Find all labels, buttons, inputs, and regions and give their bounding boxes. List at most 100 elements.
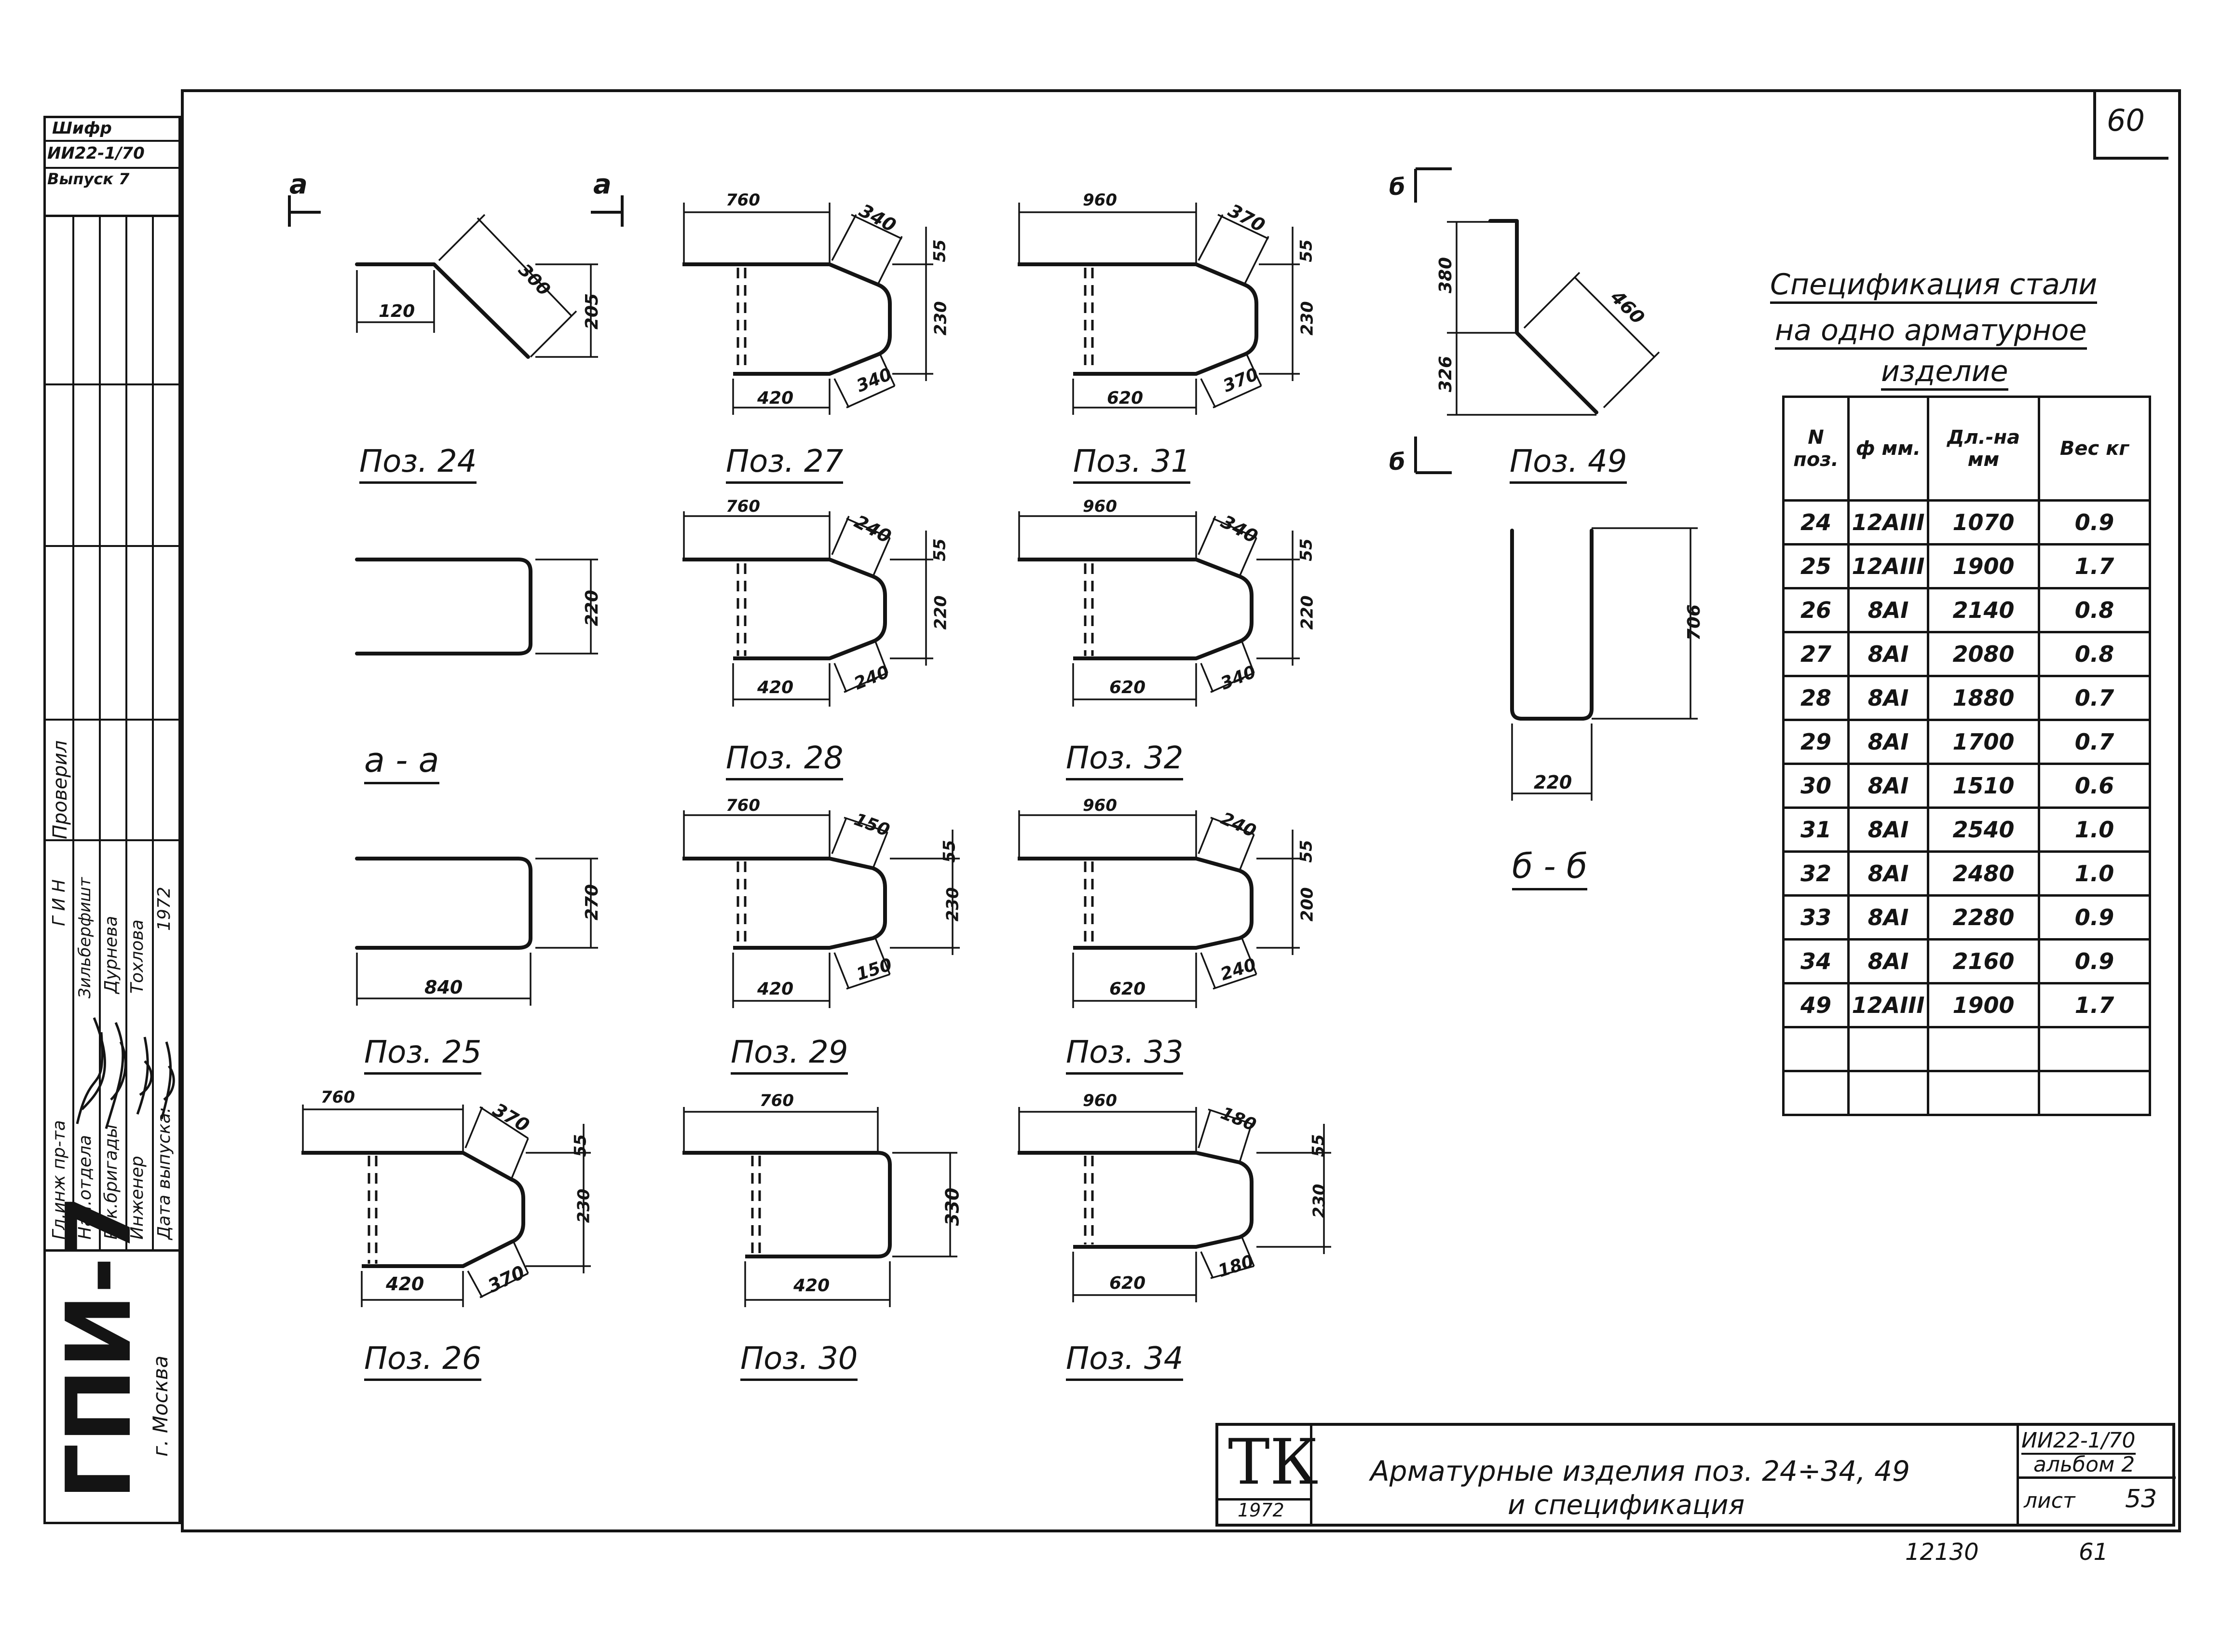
dim: 760 bbox=[760, 1091, 794, 1110]
dim: 330 bbox=[941, 1188, 963, 1226]
title-line-2: и спецификация bbox=[1508, 1489, 1745, 1521]
dim: 220 bbox=[1534, 772, 1572, 793]
header-diameter: ф мм. bbox=[1847, 396, 1929, 502]
spec-header-row: N поз. ф мм. Дл.-на мм Вес кг bbox=[1782, 396, 2151, 502]
position-label: Поз. 33 bbox=[1066, 1035, 1184, 1075]
dim: 230 bbox=[574, 1188, 594, 1223]
title-line-1: Арматурные изделия поз. 24÷34, 49 bbox=[1370, 1455, 1910, 1488]
page-number: 61 bbox=[2079, 1539, 2109, 1566]
dim: 420 bbox=[757, 979, 794, 999]
section-label: а - а bbox=[364, 740, 439, 784]
dim: 960 bbox=[1083, 796, 1117, 815]
spec-title-line-1: Спецификация стали bbox=[1770, 268, 2098, 304]
spec-title-line-3: изделие bbox=[1881, 355, 2008, 391]
dim: 326 bbox=[1436, 355, 1456, 393]
sheet-value: 53 bbox=[2125, 1485, 2157, 1514]
dim: 270 bbox=[582, 884, 602, 921]
section-mark-a-left: а bbox=[289, 169, 308, 200]
dim: 55 bbox=[1296, 840, 1316, 863]
series-code-stamp: ИИ22-1/70 bbox=[2021, 1428, 2136, 1455]
dim: 55 bbox=[930, 538, 950, 561]
dim: 230 bbox=[943, 887, 963, 922]
dim: 205 bbox=[582, 293, 602, 330]
position-label: Поз. 28 bbox=[726, 740, 844, 780]
dim: 380 bbox=[1436, 257, 1456, 294]
dim: 55 bbox=[930, 239, 950, 262]
title-block: ТК 1972 Арматурные изделия поз. 24÷34, 4… bbox=[1215, 1423, 2176, 1527]
bar-24 bbox=[355, 262, 530, 359]
bar-aa-real bbox=[355, 558, 532, 655]
section-mark-b-top: б bbox=[1389, 174, 1405, 201]
dim: 230 bbox=[1297, 301, 1317, 336]
table-row bbox=[1782, 1026, 2151, 1072]
dim: 960 bbox=[1083, 191, 1117, 210]
dim: 230 bbox=[1309, 1184, 1329, 1218]
issue-label: Выпуск 7 bbox=[47, 170, 130, 188]
table-row bbox=[1782, 1070, 2151, 1116]
header-length: Дл.-на мм bbox=[1927, 396, 2040, 502]
position-label: Поз. 32 bbox=[1066, 740, 1184, 780]
position-label: Поз. 30 bbox=[740, 1341, 858, 1381]
sheet-label: лист bbox=[2024, 1488, 2075, 1513]
sheet-number: 60 bbox=[2107, 103, 2145, 138]
dim: 760 bbox=[726, 796, 760, 815]
drawing-frame bbox=[181, 89, 2181, 1532]
dim: 760 bbox=[726, 191, 760, 210]
position-label: Поз. 29 bbox=[731, 1035, 848, 1075]
section-mark-a-right: а bbox=[593, 169, 612, 200]
dim: 55 bbox=[940, 840, 959, 863]
series-code: ИИ22-1/70 bbox=[47, 144, 145, 163]
dim: 120 bbox=[379, 301, 415, 321]
dim: 220 bbox=[1297, 595, 1317, 630]
cipher-label: Шифр bbox=[52, 119, 112, 138]
dim: 840 bbox=[424, 977, 463, 998]
position-label: Поз. 31 bbox=[1073, 444, 1191, 484]
section-label: б - б bbox=[1512, 846, 1588, 890]
section-mark-b-bottom: б bbox=[1389, 449, 1405, 476]
dim: 420 bbox=[793, 1276, 830, 1296]
position-label: Поз. 24 bbox=[359, 444, 477, 484]
bar-bb bbox=[1510, 529, 1594, 721]
dim: 620 bbox=[1109, 678, 1146, 697]
dim: 960 bbox=[1083, 497, 1117, 516]
left-stamp-strip: Шифр ИИ22-1/70 Выпуск 7 Проверил Гл.инж … bbox=[43, 116, 181, 1524]
bar-49 bbox=[1488, 219, 1598, 414]
dim: 620 bbox=[1109, 1273, 1146, 1293]
dim: 220 bbox=[582, 589, 602, 627]
dim: 200 bbox=[1297, 887, 1317, 922]
dim: 620 bbox=[1107, 388, 1144, 408]
dim: 420 bbox=[757, 678, 794, 697]
dim: 960 bbox=[1083, 1091, 1117, 1110]
sheet-number-box: 60 bbox=[2093, 89, 2168, 160]
spec-title-line-2: на одно арматурное bbox=[1775, 314, 2087, 350]
header-position: N поз. bbox=[1782, 396, 1850, 502]
dim: 55 bbox=[1309, 1134, 1328, 1157]
dim: 220 bbox=[931, 595, 951, 630]
position-label: Поз. 49 bbox=[1510, 444, 1627, 484]
signatures bbox=[76, 1017, 175, 1129]
dim: 55 bbox=[1296, 239, 1316, 262]
dim: 55 bbox=[1296, 538, 1316, 561]
logo-year: 1972 bbox=[1238, 1500, 1284, 1521]
position-label: Поз. 26 bbox=[364, 1341, 482, 1381]
logo: ТК bbox=[1228, 1425, 1319, 1499]
header-weight: Вес кг bbox=[2038, 396, 2151, 502]
dim: 760 bbox=[321, 1088, 355, 1107]
position-label: Поз. 27 bbox=[726, 444, 844, 484]
dim: 620 bbox=[1109, 979, 1146, 999]
dim: 55 bbox=[571, 1134, 590, 1157]
